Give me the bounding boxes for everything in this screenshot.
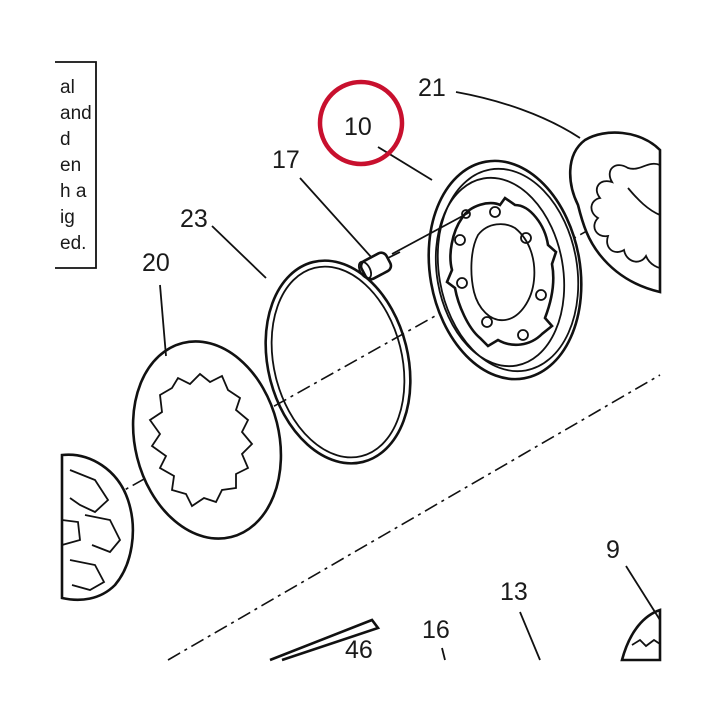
note-line-4: en bbox=[60, 155, 81, 176]
callout-20: 20 bbox=[142, 249, 170, 277]
callout-9: 9 bbox=[606, 536, 620, 564]
leader-21 bbox=[455, 91, 581, 139]
part-10-backing-plate bbox=[427, 159, 583, 381]
note-box: al and d en h a ig ed. bbox=[55, 61, 97, 269]
partial-clutch-hub bbox=[60, 453, 135, 602]
note-line-3: d bbox=[60, 129, 71, 150]
part-21-wave-disc bbox=[568, 131, 662, 294]
leader-10 bbox=[377, 146, 433, 181]
note-line-2: and bbox=[60, 103, 92, 124]
callout-10: 10 bbox=[344, 113, 372, 141]
part-46-bar bbox=[269, 618, 381, 662]
callout-16: 16 bbox=[422, 616, 450, 644]
part-9-gear bbox=[620, 608, 662, 662]
part-23-o-ring bbox=[264, 259, 412, 465]
note-line-6: ig bbox=[60, 207, 75, 228]
note-line-7: ed. bbox=[60, 233, 86, 254]
leader-lines bbox=[159, 91, 661, 661]
callout-23: 23 bbox=[180, 205, 208, 233]
callout-17: 17 bbox=[272, 146, 300, 174]
callout-labels: 10 21 17 23 20 9 13 16 46 bbox=[142, 74, 620, 664]
part-20-friction-disc bbox=[131, 340, 283, 540]
leader-13 bbox=[519, 611, 541, 661]
highlight-circle bbox=[317, 79, 405, 167]
callout-13: 13 bbox=[500, 578, 528, 606]
callout-46: 46 bbox=[345, 636, 373, 664]
leader-17 bbox=[299, 177, 373, 259]
leader-9 bbox=[625, 565, 661, 621]
callout-21: 21 bbox=[418, 74, 446, 102]
leader-20 bbox=[159, 284, 167, 357]
leader-23 bbox=[211, 225, 267, 279]
note-line-1: al bbox=[60, 77, 75, 98]
note-line-5: h a bbox=[60, 181, 87, 202]
leader-16 bbox=[441, 647, 446, 661]
